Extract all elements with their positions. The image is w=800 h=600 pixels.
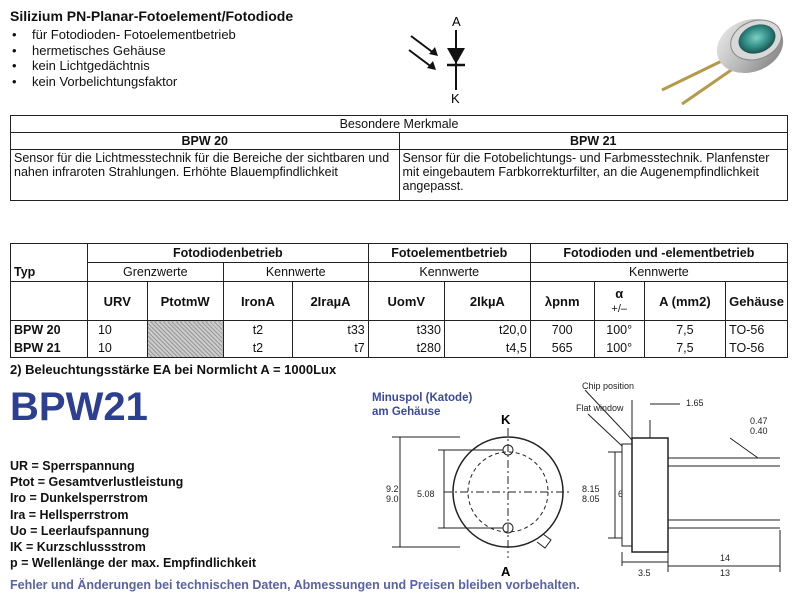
col-bpw20-title: BPW 20	[10, 132, 400, 150]
kennwerte-header-2: Kennwerte	[367, 262, 531, 282]
specs-table: Fotodiodenbetrieb Fotoelementbetrieb Fot…	[10, 243, 789, 358]
kennwerte-header-3: Kennwerte	[529, 262, 789, 282]
col-bpw21-text: Sensor für die Fotobelichtungs- und Farb…	[398, 149, 788, 201]
sym-uo: UomV	[367, 281, 445, 321]
table-row: BPW 20 10 t2 t33 t330 t20,0 700 100° 7,5…	[10, 320, 788, 358]
list-item: Ptot = Gesamtverlustleistung	[10, 475, 184, 490]
minuspol-line2: am Gehäuse	[372, 406, 441, 418]
abbreviation-list: UR = Sperrspannung Ptot = Gesamtverlustl…	[10, 458, 256, 571]
sym-alpha-top: α	[615, 285, 624, 301]
feature-item: kein Vorbelichtungsfaktor	[12, 74, 236, 90]
row-area: 7,5	[643, 339, 727, 358]
list-item: p = Wellenlänge der max. Empfindlichkeit	[10, 556, 257, 571]
ptot-shaded-cell	[146, 320, 224, 358]
col-bpw20-text: Sensor für die Lichtmesstechnik für die …	[10, 149, 400, 201]
feature-item: kein Lichtgedächtnis	[12, 58, 236, 74]
row-typ: BPW 20	[10, 320, 88, 339]
row-lambda: 565	[529, 339, 595, 358]
disclaimer-footer: Fehler und Änderungen bei technischen Da…	[10, 578, 580, 592]
features-table: Besondere Merkmale BPW 20 BPW 21 Sensor …	[10, 115, 788, 201]
sym-alpha: α +/–	[593, 281, 645, 321]
anode-label: A	[452, 14, 461, 29]
dim-9-2: 9.2	[386, 484, 399, 494]
photodiode-symbol-icon: A K	[408, 14, 465, 105]
list-item: UR = Sperrspannung	[10, 459, 135, 473]
table-row: BPW 21 10 t2 t7 t280 t4,5 565 100° 7,5 T…	[10, 339, 788, 358]
row-area: 7,5	[643, 320, 727, 339]
sym-ira: 2IraµA	[292, 281, 369, 321]
features-heading: Besondere Merkmale	[10, 115, 788, 133]
grenzwerte-header: Grenzwerte	[86, 262, 224, 282]
row-ira: t7	[292, 339, 369, 358]
sym-gehaeuse: Gehäuse	[725, 281, 788, 321]
dim-0-40: 0.40	[750, 426, 768, 436]
row-ik: t20,0	[443, 320, 531, 339]
row-uo: t330	[367, 320, 445, 339]
cathode-label: K	[451, 91, 460, 105]
product-photo	[661, 18, 784, 106]
feature-item: hermetisches Gehäuse	[12, 43, 236, 59]
list-item: Iro = Dunkelsperrstrom	[10, 491, 148, 506]
page-title: Silizium PN-Planar-Fotoelement/Fotodiode	[10, 8, 294, 24]
dim-3-5: 3.5	[638, 568, 651, 578]
group-kombi: Fotodioden und -elementbetrieb	[529, 243, 789, 263]
sym-alpha-bot: +/–	[611, 302, 628, 315]
minuspol-label: Minuspol (Katode) am Gehäuse	[372, 391, 472, 419]
dim-0-47: 0.47	[750, 416, 768, 426]
row-ira: t33	[292, 320, 369, 339]
row-case: TO-56	[725, 320, 788, 339]
row-typ: BPW 21	[10, 339, 88, 358]
dim-14: 14	[720, 553, 730, 563]
row-ik: t4,5	[443, 339, 531, 358]
list-item: Ira = Hellsperrstrom	[10, 507, 129, 522]
technical-drawing: 9.2 9.0 5.08 K A Chip position Flat wind…	[386, 381, 781, 579]
row-ur: 10	[86, 320, 148, 339]
dim-6: 6	[618, 489, 623, 499]
sym-iro: IronA	[222, 281, 294, 321]
sym-ik: 2IkµA	[443, 281, 531, 321]
sym-ptot: PtotmW	[146, 281, 224, 321]
row-case: TO-56	[725, 339, 788, 358]
minuspol-line1: Minuspol (Katode)	[372, 392, 473, 404]
dim-13: 13	[720, 568, 730, 578]
feature-list: für Fotodioden- Fotoelementbetrieb herme…	[12, 27, 236, 89]
list-item: Uo = Leerlaufspannung	[10, 523, 150, 538]
dim-8-05: 8.05	[582, 494, 600, 504]
row-alpha: 100°	[593, 339, 645, 358]
col-bpw21-title: BPW 21	[398, 132, 788, 150]
dim-1-65: 1.65	[686, 398, 704, 408]
sym-ur: URV	[86, 281, 148, 321]
row-lambda: 700	[529, 320, 595, 339]
row-iro: t2	[222, 339, 294, 358]
k-label: K	[501, 412, 511, 427]
dim-8-15: 8.15	[582, 484, 600, 494]
illuminance-note: 2) Beleuchtungsstärke EA bei Normlicht A…	[10, 362, 337, 377]
list-item: IK = Kurzschlussstrom	[10, 540, 146, 555]
sym-area: A (mm2)	[643, 281, 727, 321]
typ-header: Typ	[10, 262, 88, 282]
kennwerte-header-1: Kennwerte	[222, 262, 369, 282]
row-ur: 10	[86, 339, 148, 358]
group-fotoelement: Fotoelementbetrieb	[367, 243, 531, 263]
row-iro: t2	[222, 320, 294, 339]
row-uo: t280	[367, 339, 445, 358]
feature-item: für Fotodioden- Fotoelementbetrieb	[12, 27, 236, 43]
row-alpha: 100°	[593, 320, 645, 339]
chip-position-label: Chip position	[582, 381, 634, 391]
dim-5-08: 5.08	[417, 489, 435, 499]
flat-window-label: Flat window	[576, 403, 624, 413]
a-label: A	[501, 564, 511, 579]
group-fotodioden: Fotodiodenbetrieb	[86, 243, 369, 263]
dim-9-0: 9.0	[386, 494, 399, 504]
model-heading: BPW21	[10, 385, 148, 429]
sym-lambda: λpnm	[529, 281, 595, 321]
